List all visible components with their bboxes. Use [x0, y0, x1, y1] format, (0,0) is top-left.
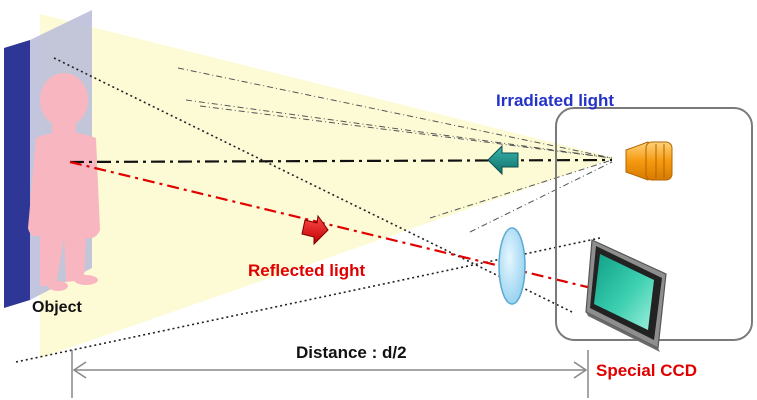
special-ccd-label: Special CCD [596, 361, 697, 380]
wall-front [4, 40, 30, 308]
irradiation-rays [177, 67, 613, 233]
ccd-sensor-icon [585, 239, 667, 352]
irradiated-light-label: Irradiated light [496, 91, 614, 110]
light-cone [40, 14, 615, 358]
lens-icon [498, 227, 526, 305]
person-figure [28, 73, 100, 291]
object-label: Object [32, 299, 82, 316]
dotted-line-upper [53, 57, 573, 313]
irradiated-arrow-icon [487, 144, 519, 176]
distance-dimension [71, 350, 589, 398]
reflected-light-label: Reflected light [248, 261, 365, 280]
distance-label: Distance : d/2 [296, 343, 407, 362]
reflected-arrow-icon [301, 214, 329, 246]
lamp-icon [625, 141, 673, 181]
irradiation-axis [69, 158, 613, 164]
